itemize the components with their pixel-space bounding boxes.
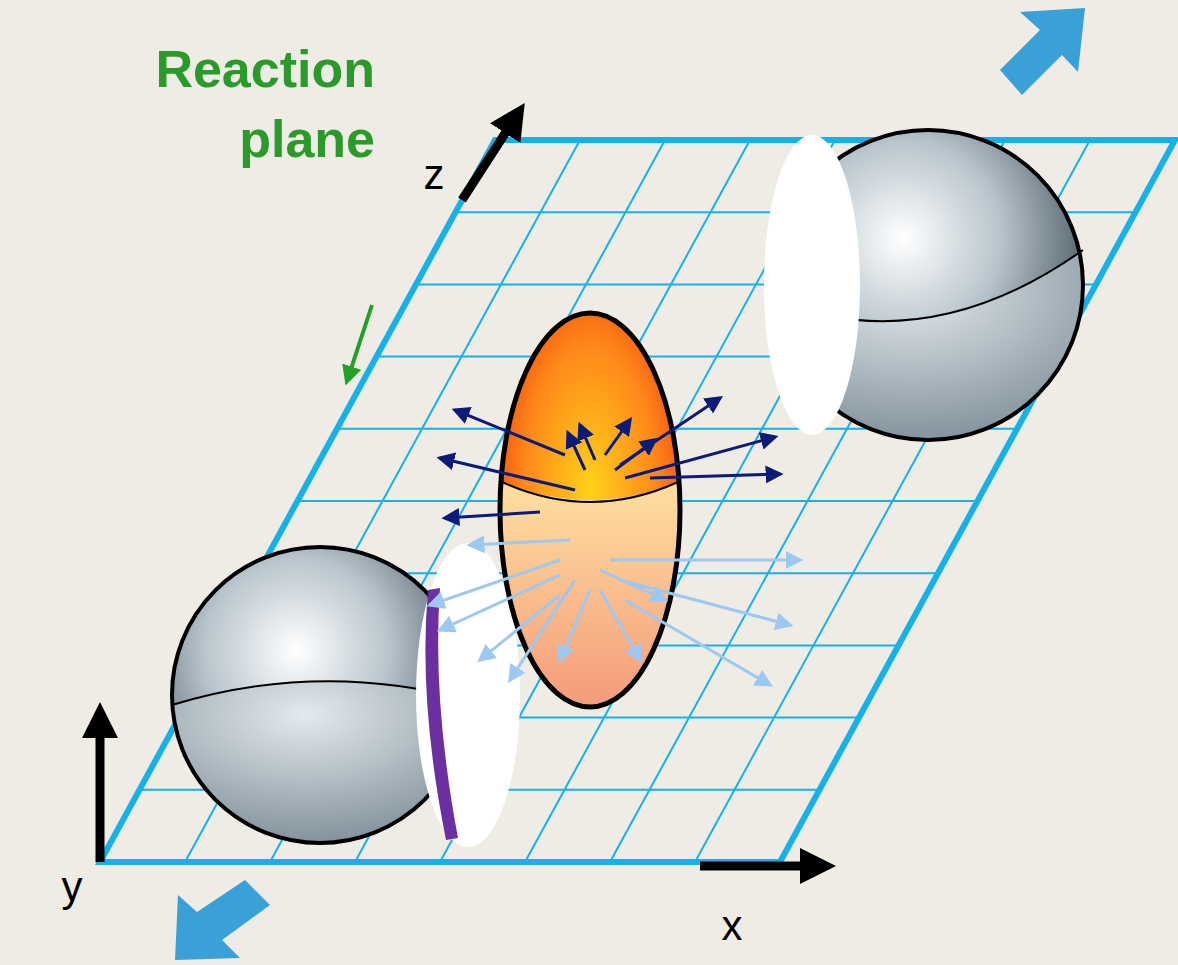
x-axis-arrow [700,862,818,871]
flow-arrows [440,398,780,518]
y-axis-arrow [96,720,105,862]
axis-label: x [712,905,752,947]
leader-arrow [348,305,372,378]
z-axis-arrow [462,118,515,200]
motion-arrow [1000,8,1085,95]
fireball [495,313,685,710]
left-nucleus [170,543,520,850]
axis-label: y [52,866,92,908]
plane-title: Reaction plane [130,34,375,174]
motion-arrow [175,880,270,960]
right-nucleus [764,130,1083,450]
flow-arrows [430,540,800,685]
axis-label: z [414,154,454,196]
